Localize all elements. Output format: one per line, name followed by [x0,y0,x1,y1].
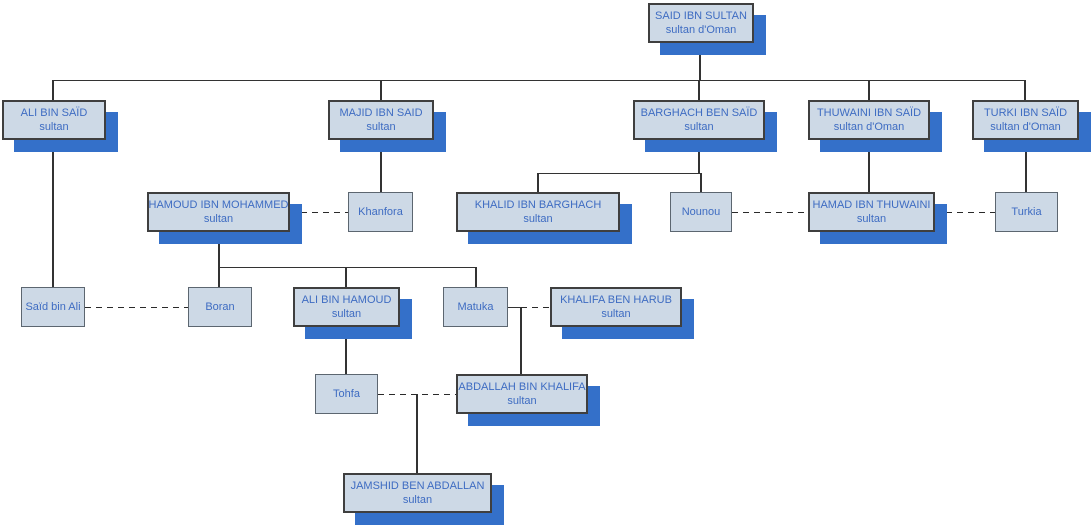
connector-majid-to-khanfora [380,140,382,192]
connector-stem-barghach-ben-said [698,80,700,100]
connector-union-to-abdallah [520,307,522,374]
node-label: THUWAINI IBN SAÏD [816,107,922,119]
node-sublabel: sultan [523,213,553,225]
connector-thuwaini-to-hamad [868,140,870,192]
connector-stem-turki-ibn-said [1024,80,1026,100]
node-said-bin-ali[interactable]: Saïd bin Ali [21,287,85,327]
connector-marriage-hamoud-khanfora [290,212,348,213]
connector-stem-majid-ibn-said [380,80,382,100]
connector-stem-ali-bin-said [52,80,54,100]
node-label: Matuka [457,301,494,313]
node-turki-ibn-said[interactable]: TURKI IBN SAÏD sultan d'Oman [972,100,1079,140]
node-label: Saïd bin Ali [25,301,81,313]
connector-stem-thuwaini-ibn-said [868,80,870,100]
node-label: KHALID IBN BARGHACH [474,199,602,211]
node-abdallah-bin-khalifa[interactable]: ABDALLAH BIN KHALIFA sultan [456,374,588,414]
node-tohfa[interactable]: Tohfa [315,374,378,414]
node-sublabel: sultan [366,121,396,133]
node-ali-bin-said[interactable]: ALI BIN SAÏD sultan [2,100,106,140]
node-majid-ibn-said[interactable]: MAJID IBN SAID sultan [328,100,434,140]
node-sublabel: sultan [507,395,537,407]
node-sublabel: sultan [856,213,887,225]
node-label: TURKI IBN SAÏD [983,107,1068,119]
connector-matuka-union-segment [508,307,522,308]
connector-stem-boran [218,267,220,287]
node-hamad-ibn-thuwaini[interactable]: HAMAD IBN THUWAINI sultan [808,192,935,232]
node-matuka[interactable]: Matuka [443,287,508,327]
node-thuwaini-ibn-said[interactable]: THUWAINI IBN SAÏD sultan d'Oman [808,100,930,140]
node-barghach-ben-said[interactable]: BARGHACH BEN SAÏD sultan [633,100,765,140]
node-boran[interactable]: Boran [188,287,252,327]
node-sublabel: sultan [203,213,234,225]
node-jamshid-ben-abdallan[interactable]: JAMSHID BEN ABDALLAN sultan [343,473,492,513]
connector-turki-to-turkia [1025,140,1027,192]
node-hamoud-ibn-mohammed[interactable]: HAMOUD IBN MOHAMMED sultan [147,192,290,232]
connector-stem-nounou [700,173,702,192]
node-sublabel: sultan [331,308,362,320]
node-label: BARGHACH BEN SAÏD [640,107,758,119]
node-label: Nounou [681,206,721,218]
node-label: ALI BIN HAMOUD [301,294,392,306]
connector-marriage-said-bin-ali-boran [85,307,188,308]
node-sublabel: sultan d'Oman [990,121,1061,133]
node-said-ibn-sultan[interactable]: SAID IBN SULTAN sultan d'Oman [648,3,754,43]
node-label: Tohfa [333,388,360,400]
connector-marriage-hamad-turkia [935,212,995,213]
node-sublabel: sultan [684,121,714,133]
node-label: ALI BIN SAÏD [20,107,88,119]
connector-stem-matuka [475,267,477,287]
node-label: Turkia [1011,206,1042,218]
node-khanfora[interactable]: Khanfora [348,192,413,232]
node-label: HAMAD IBN THUWAINI [812,199,931,211]
connector-root-stem [699,43,701,80]
connector-stem-khalid-ibn-barghach [537,173,539,192]
node-nounou[interactable]: Nounou [670,192,732,232]
node-label: Boran [205,301,235,313]
node-label: JAMSHID BEN ABDALLAN [350,480,485,492]
node-khalid-ibn-barghach[interactable]: KHALID IBN BARGHACH sultan [456,192,620,232]
node-sublabel: sultan [402,494,433,506]
node-label: Khanfora [358,206,403,218]
node-sublabel: sultan [601,308,631,320]
node-khalifa-ben-harub[interactable]: KHALIFA BEN HARUB sultan [550,287,682,327]
connector-hamoud-stem-down [218,232,220,268]
connector-barghach-stem-down [698,140,700,174]
connector-marriage-tohfa-abdallah [378,394,456,395]
node-ali-bin-hamoud[interactable]: ALI BIN HAMOUD sultan [293,287,400,327]
node-label: ABDALLAH BIN KHALIFA [458,381,586,393]
connector-ali-to-said-bin-ali [52,140,54,287]
connector-marriage-union-khalifa [521,307,550,308]
node-sublabel: sultan [39,121,69,133]
node-label: KHALIFA BEN HARUB [560,294,672,306]
node-turkia[interactable]: Turkia [995,192,1058,232]
node-label: SAID IBN SULTAN [655,10,747,22]
connector-root-children-bar [53,80,1025,81]
connector-union-to-jamshid [416,394,418,473]
node-sublabel: sultan d'Oman [665,24,737,36]
node-label: MAJID IBN SAID [339,107,423,119]
connector-stem-ali-bin-hamoud [345,267,347,287]
connector-marriage-nounou-hamad [732,212,808,213]
node-label: HAMOUD IBN MOHAMMED [148,199,289,211]
connector-barghach-children-bar [538,173,701,174]
node-sublabel: sultan d'Oman [833,121,905,133]
connector-ali-bin-hamoud-to-tohfa [345,327,347,374]
connector-hamoud-children-bar [219,267,476,268]
